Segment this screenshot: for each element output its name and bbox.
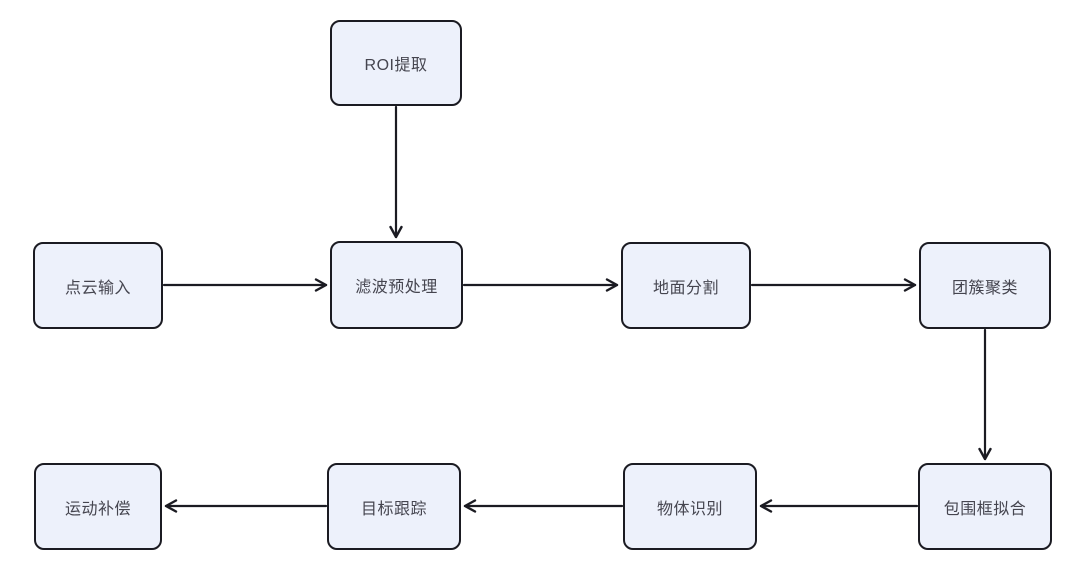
node-target-tracking: 目标跟踪 [327,463,461,550]
node-filter-preprocessing: 滤波预处理 [330,241,463,329]
node-motion-compensation: 运动补偿 [34,463,162,550]
node-label: 滤波预处理 [355,279,438,296]
node-label: 地面分割 [652,279,719,297]
node-roi-extraction: ROI提取 [330,20,462,106]
node-label: 点云输入 [64,279,131,297]
node-cluster-clustering: 团簇聚类 [919,242,1051,329]
node-label: 目标跟踪 [360,500,427,518]
node-object-recognition: 物体识别 [623,463,757,550]
node-label: 物体识别 [656,500,723,518]
node-ground-segmentation: 地面分割 [621,242,751,329]
node-bounding-box-fitting: 包围框拟合 [918,463,1052,550]
node-label: 包围框拟合 [943,500,1027,518]
node-label: 团簇聚类 [951,279,1018,297]
node-label: 运动补偿 [64,500,131,518]
node-label: ROI提取 [364,57,428,74]
node-point-cloud-input: 点云输入 [33,242,163,329]
